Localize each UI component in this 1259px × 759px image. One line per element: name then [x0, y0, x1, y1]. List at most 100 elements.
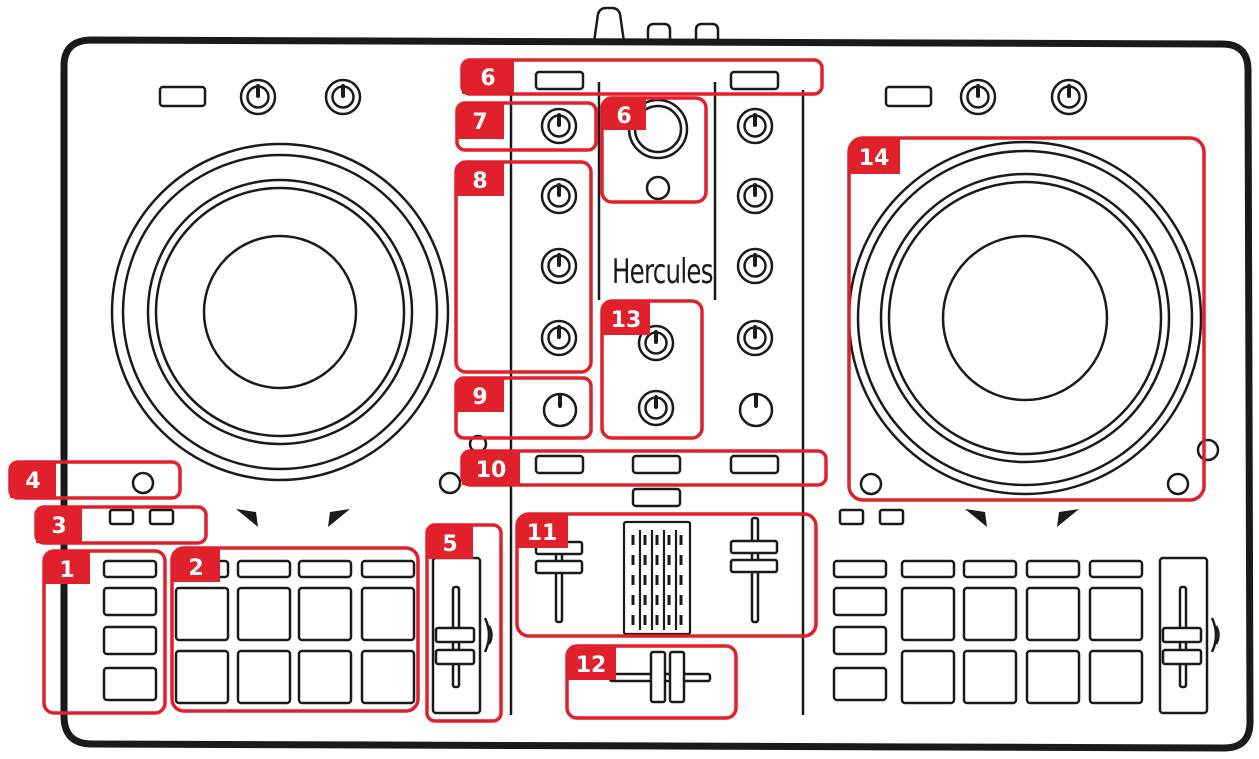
- vu-meter: [622, 520, 692, 636]
- right-pad-1[interactable]: [900, 586, 956, 642]
- callout-label-3: 3: [51, 514, 66, 539]
- right-pad-2[interactable]: [962, 586, 1018, 642]
- right-pad-8[interactable]: [1088, 649, 1144, 705]
- right-headphone-cue-button[interactable]: [729, 454, 780, 475]
- brand-logo: Hercules’: [612, 252, 716, 291]
- right-loop-button-2[interactable]: [878, 508, 905, 526]
- mixer-top-button-left[interactable]: [534, 70, 585, 91]
- left-transport-button-3[interactable]: [102, 666, 158, 702]
- right-pads: [900, 559, 1144, 705]
- callout-tag-7: [457, 103, 504, 139]
- callout-tag-1: [44, 551, 90, 584]
- callout-box-13: [600, 299, 704, 440]
- callout-box-8: [454, 160, 593, 374]
- left-transport-button-1[interactable]: [102, 586, 158, 617]
- left-pad-mode-4[interactable]: [360, 559, 416, 579]
- callout-label-12: 12: [576, 653, 607, 678]
- right-top-button[interactable]: [884, 85, 933, 108]
- left-pad-2[interactable]: [236, 586, 292, 642]
- callout-label-14: 14: [859, 146, 890, 171]
- callout-label-6b: 6: [616, 104, 631, 129]
- controller-body: [60, 36, 1254, 752]
- right-jog-button-right[interactable]: [1166, 472, 1190, 496]
- right-pad-mode-1[interactable]: [900, 559, 956, 579]
- right-transport-button-2[interactable]: [832, 625, 888, 656]
- right-pad-4[interactable]: [1088, 586, 1144, 642]
- right-pad-7[interactable]: [1025, 649, 1081, 705]
- callout-label-11: 11: [527, 521, 558, 546]
- right-edge-button[interactable]: [1196, 438, 1220, 462]
- left-pad-8[interactable]: [360, 649, 416, 705]
- left-top-button[interactable]: [158, 85, 207, 108]
- left-mode-button[interactable]: [102, 559, 158, 579]
- callout-tag-6b: [602, 98, 646, 130]
- callout-tag-8: [456, 162, 504, 196]
- callout-tag-10: [462, 451, 520, 485]
- right-transport-button-1[interactable]: [832, 586, 888, 617]
- left-transport-button-2[interactable]: [102, 625, 158, 656]
- left-pad-3[interactable]: [297, 586, 353, 642]
- right-transport-button-3[interactable]: [832, 666, 888, 702]
- callout-tag-3: [36, 507, 82, 543]
- callout-tag-5: [427, 525, 473, 559]
- left-pad-4[interactable]: [360, 586, 416, 642]
- callout-label-9: 9: [472, 385, 487, 410]
- callout-box-14: [847, 136, 1206, 502]
- callout-label-13: 13: [611, 308, 642, 333]
- right-jog-button-left[interactable]: [859, 472, 883, 496]
- mixer-top-button-right[interactable]: [729, 70, 780, 91]
- left-pad-6[interactable]: [236, 649, 292, 705]
- right-loop-button-1[interactable]: [838, 508, 865, 526]
- callout-label-1: 1: [59, 558, 74, 583]
- mixer-divider-lines: [509, 82, 805, 715]
- left-pitch-fader[interactable]: [431, 556, 493, 715]
- left-transport-buttons: [102, 559, 158, 702]
- left-headphone-cue-button[interactable]: [534, 454, 585, 475]
- callout-label-7: 7: [472, 110, 487, 135]
- jack-2: [646, 22, 672, 42]
- callout-box-12: [565, 644, 738, 720]
- jack-3: [694, 22, 720, 42]
- right-pad-mode-2[interactable]: [962, 559, 1018, 579]
- left-shift-button[interactable]: [131, 471, 155, 495]
- callout-label-5: 5: [442, 532, 457, 557]
- left-loop-button-1[interactable]: [108, 508, 135, 526]
- left-loop-button-2[interactable]: [148, 508, 175, 526]
- callout-tag-4: [10, 462, 56, 498]
- callout-label-6a: 6: [480, 66, 495, 91]
- callout-tag-12: [567, 646, 616, 680]
- callout-tag-9: [456, 378, 504, 412]
- right-mode-button[interactable]: [832, 559, 888, 579]
- right-pad-5[interactable]: [900, 649, 956, 705]
- left-deck: [102, 78, 493, 715]
- right-transport-buttons: [832, 559, 888, 702]
- right-volume-fader[interactable]: [729, 516, 779, 624]
- left-pad-5[interactable]: [174, 649, 230, 705]
- left-jog-wheel[interactable]: [110, 142, 450, 482]
- left-pad-1[interactable]: [174, 586, 230, 642]
- right-pad-3[interactable]: [1025, 586, 1081, 642]
- assistant-button[interactable]: [631, 487, 682, 508]
- right-pad-mode-4[interactable]: [1088, 559, 1144, 579]
- right-pad-mode-3[interactable]: [1025, 559, 1081, 579]
- callout-box-6b: [600, 96, 708, 204]
- callout-box-2: [170, 546, 420, 713]
- right-jog-wheel[interactable]: [847, 140, 1203, 496]
- callout-tag-13: [602, 301, 650, 335]
- callout-label-4: 4: [25, 469, 40, 494]
- left-pad-mode-3[interactable]: [297, 559, 353, 579]
- callout-tag-14: [849, 138, 900, 174]
- left-pitch-arrow-right: [328, 509, 350, 527]
- left-pitch-arrow-left: [236, 509, 258, 527]
- callout-tag-6a: [462, 60, 514, 94]
- left-pad-7[interactable]: [297, 649, 353, 705]
- master-cue-button[interactable]: [631, 454, 682, 475]
- callout-box-11: [515, 512, 818, 638]
- left-small-button-right[interactable]: [438, 471, 462, 495]
- right-pad-6[interactable]: [962, 649, 1018, 705]
- callout-tags: 1 2 3 4 5 6 6 7 8 9 10 11 12 13 14: [10, 60, 900, 680]
- left-pad-mode-2[interactable]: [236, 559, 292, 579]
- callout-box-1: [42, 549, 167, 715]
- right-pitch-fader[interactable]: [1158, 556, 1220, 715]
